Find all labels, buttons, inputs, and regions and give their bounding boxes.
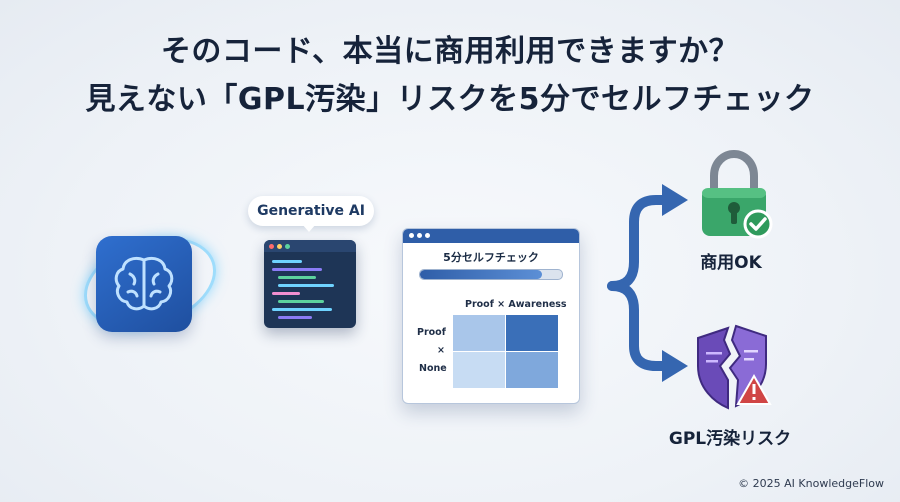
matrix-cell	[453, 352, 505, 388]
generative-ai-badge: Generative AI	[248, 196, 374, 226]
copyright-text: © 2025 AI KnowledgeFlow	[738, 477, 884, 490]
branch-down-line	[607, 281, 669, 371]
broken-shield-warning-icon	[697, 324, 772, 410]
matrix-cell	[506, 315, 558, 351]
window-dot-red	[269, 244, 274, 249]
window-dot	[417, 233, 422, 238]
brain-icon	[114, 256, 174, 311]
checker-title: 5分セルフチェック	[443, 251, 539, 264]
matrix-cell	[453, 315, 505, 351]
checker-titlebar	[403, 229, 579, 243]
window-dot	[425, 233, 430, 238]
branch-up-arrowhead	[662, 184, 688, 216]
matrix-column-label: Proof × Awareness	[465, 299, 567, 310]
matrix-row-label-bottom: None	[419, 363, 447, 374]
outcome-risk-label: GPL汚染リスク	[668, 429, 792, 449]
self-check-window: 5分セルフチェック Proof × Awareness Proof × None	[402, 228, 580, 404]
branch-down-arrowhead	[662, 350, 688, 382]
matrix-row-label-mid: ×	[437, 345, 445, 356]
code-window-titlebar	[264, 240, 356, 252]
progress-bar	[419, 269, 563, 280]
progress-fill	[420, 270, 543, 279]
page-title-line1: そのコード、本当に商用利用できますか？	[160, 34, 740, 69]
matrix-cell	[506, 352, 558, 388]
branch-up-line	[607, 195, 669, 291]
badge-pointer	[302, 224, 316, 232]
brain-tile	[96, 236, 192, 332]
outcome-ok-label: 商用OK	[700, 253, 762, 273]
window-dot-yellow	[277, 244, 282, 249]
window-dot-green	[285, 244, 290, 249]
padlock-check-icon	[702, 150, 773, 239]
page-title-line2: 見えない「GPL汚染」リスクを5分でセルフチェック	[85, 82, 815, 117]
window-dot	[409, 233, 414, 238]
matrix-row-label-top: Proof	[417, 327, 446, 338]
code-window	[264, 240, 356, 328]
